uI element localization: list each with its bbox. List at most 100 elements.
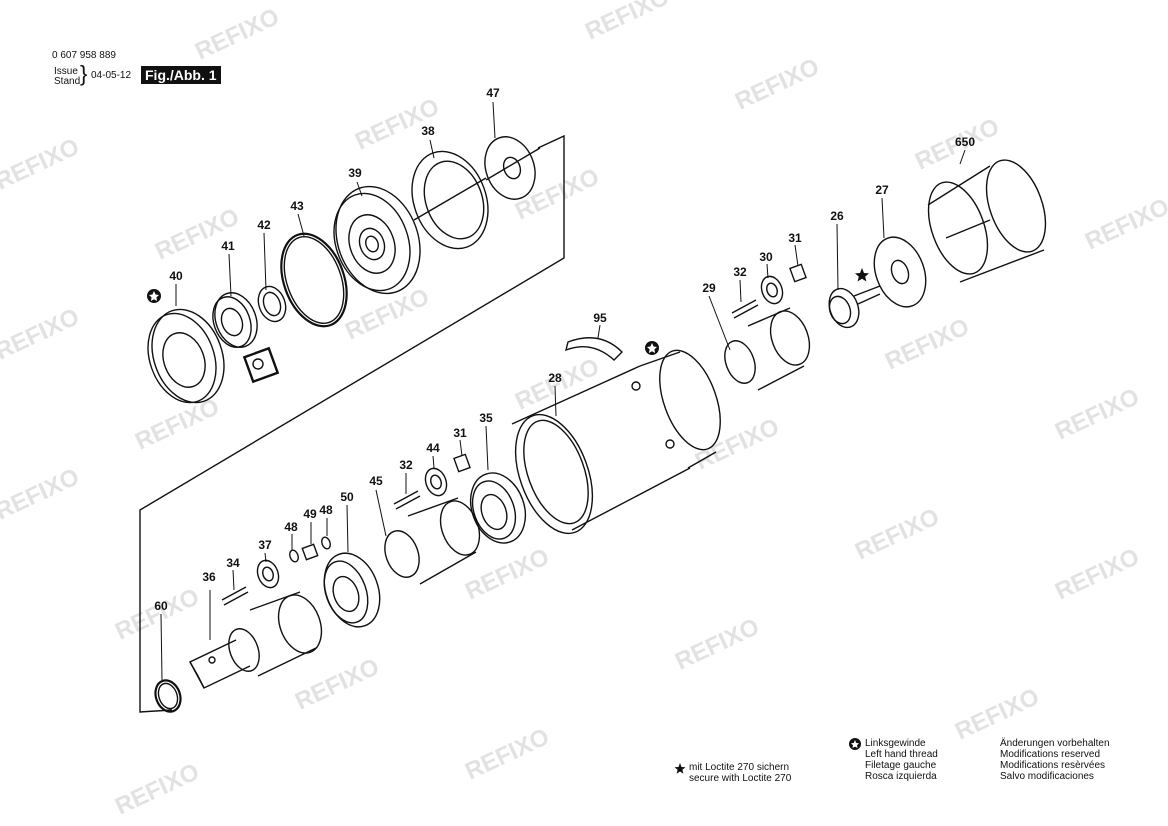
part-label-43: 43 xyxy=(290,199,304,213)
watermark-text: REFIXO xyxy=(191,3,283,65)
part-50-ring xyxy=(323,552,381,628)
watermark-text: REFIXO xyxy=(1081,193,1168,255)
watermark-text: REFIXO xyxy=(951,683,1043,745)
part-32-pin-top xyxy=(731,299,759,319)
watermark-text: REFIXO xyxy=(0,463,84,525)
part-label-34: 34 xyxy=(226,556,240,570)
watermark-text: REFIXO xyxy=(151,203,243,265)
part-label-47: 47 xyxy=(486,86,500,100)
left-thread-symbols xyxy=(147,289,861,750)
part-35-ring xyxy=(469,472,527,544)
part-40-nut xyxy=(147,308,225,404)
part-label-39: 39 xyxy=(348,166,362,180)
watermark-text: REFIXO xyxy=(1051,543,1143,605)
part-36-shaft xyxy=(189,591,323,689)
part-label-29: 29 xyxy=(702,281,716,295)
part-44-gear xyxy=(424,467,448,497)
part-label-31: 31 xyxy=(788,231,802,245)
loctite-stars xyxy=(674,268,869,774)
watermark-text: REFIXO xyxy=(0,303,84,365)
legend-loctite: mit Loctite 270 sichern secure with Loct… xyxy=(689,762,791,784)
watermark-text: REFIXO xyxy=(111,758,203,820)
part-31-roller-bottom xyxy=(453,453,471,473)
part-label-31: 31 xyxy=(453,426,467,440)
issue-date: 04-05-12 xyxy=(91,70,132,81)
watermark-text: REFIXO xyxy=(1051,383,1143,445)
part-26-shaft xyxy=(828,285,881,329)
watermark-text: REFIXO xyxy=(581,0,673,45)
part-45-carrier xyxy=(384,497,481,585)
part-47-washer xyxy=(484,136,541,200)
watermark-text: REFIXO xyxy=(691,413,783,475)
part-49-roller xyxy=(301,543,319,561)
part-label-36: 36 xyxy=(202,570,216,584)
part-label-48: 48 xyxy=(284,520,298,534)
leader-lines xyxy=(160,101,966,681)
part-label-38: 38 xyxy=(421,124,435,138)
part-label-32: 32 xyxy=(733,265,747,279)
watermark-text: REFIXO xyxy=(461,723,553,785)
watermark-text: REFIXO xyxy=(851,503,943,565)
part-43-o-ring xyxy=(280,232,348,328)
part-27-washer xyxy=(873,236,927,308)
legend-left-hand-thread: Linksgewinde Left hand thread Filetage g… xyxy=(865,738,938,782)
part-label-95: 95 xyxy=(593,311,607,325)
legend-mod-es: Salvo modificaciones xyxy=(1000,771,1094,782)
legend-mod-de: Änderungen vorbehalten xyxy=(1000,738,1110,749)
part-41-bearing xyxy=(212,292,258,348)
part-label-35: 35 xyxy=(479,411,493,425)
legend-loctite-de: mit Loctite 270 sichern xyxy=(689,762,790,773)
part-37-gear xyxy=(256,559,280,589)
watermark-text: REFIXO xyxy=(111,583,203,645)
part-label-42: 42 xyxy=(257,218,271,232)
watermark-text: REFIXO xyxy=(671,613,763,675)
legend-lh-es: Rosca izquierda xyxy=(865,771,937,782)
legend-lh-en: Left hand thread xyxy=(865,749,938,760)
stand-label: Stand xyxy=(54,76,81,87)
watermark-text: REFIXO xyxy=(341,283,433,345)
part-38-ring xyxy=(411,150,489,250)
issue-label: Issue xyxy=(54,66,78,77)
watermark-text: REFIXO xyxy=(881,313,973,375)
watermark-text: REFIXO xyxy=(731,53,823,115)
part-48-ring-a xyxy=(321,536,331,550)
part-label-41: 41 xyxy=(221,239,235,253)
part-60-o-ring xyxy=(154,679,182,713)
circlip-tool xyxy=(242,346,280,384)
part-label-27: 27 xyxy=(875,183,889,197)
watermark-text: REFIXO xyxy=(511,163,603,225)
part-28-housing xyxy=(511,349,721,535)
part-30-gear xyxy=(760,275,784,305)
part-label-26: 26 xyxy=(830,209,844,223)
part-label-60: 60 xyxy=(154,599,168,613)
part-label-37: 37 xyxy=(258,538,272,552)
part-32-pin-bottom xyxy=(393,490,421,510)
part-label-28: 28 xyxy=(548,371,562,385)
assembly-frame xyxy=(139,134,565,713)
part-label-32: 32 xyxy=(399,458,413,472)
legend-lh-de: Linksgewinde xyxy=(865,738,926,749)
watermark-text: REFIXO xyxy=(291,653,383,715)
figure-label: Fig./Abb. 1 xyxy=(141,66,221,84)
part-label-44: 44 xyxy=(426,441,440,455)
watermark-text: REFIXO xyxy=(131,393,223,455)
legend-mod-fr: Modifications resèrvées xyxy=(1000,760,1106,771)
part-48-ring-b xyxy=(289,549,299,563)
part-31-roller-top xyxy=(789,263,807,283)
part-650-sleeve xyxy=(927,159,1047,283)
legend-mod-en: Modifications reserved xyxy=(1000,749,1101,760)
part-label-30: 30 xyxy=(759,250,773,264)
part-label-45: 45 xyxy=(369,474,383,488)
part-29-carrier xyxy=(724,307,811,391)
legend-modifications: Änderungen vorbehalten Modifications res… xyxy=(1000,738,1110,782)
legend-lh-fr: Filetage gauche xyxy=(865,760,937,771)
part-labels: 4738394342414065027263130322995283531443… xyxy=(154,86,975,613)
part-95-shim xyxy=(564,337,623,361)
brace: } xyxy=(80,61,88,86)
part-label-48: 48 xyxy=(319,503,333,517)
part-label-40: 40 xyxy=(169,269,183,283)
part-number: 0 607 958 889 xyxy=(52,50,116,61)
legend-loctite-en: secure with Loctite 270 xyxy=(689,773,792,784)
